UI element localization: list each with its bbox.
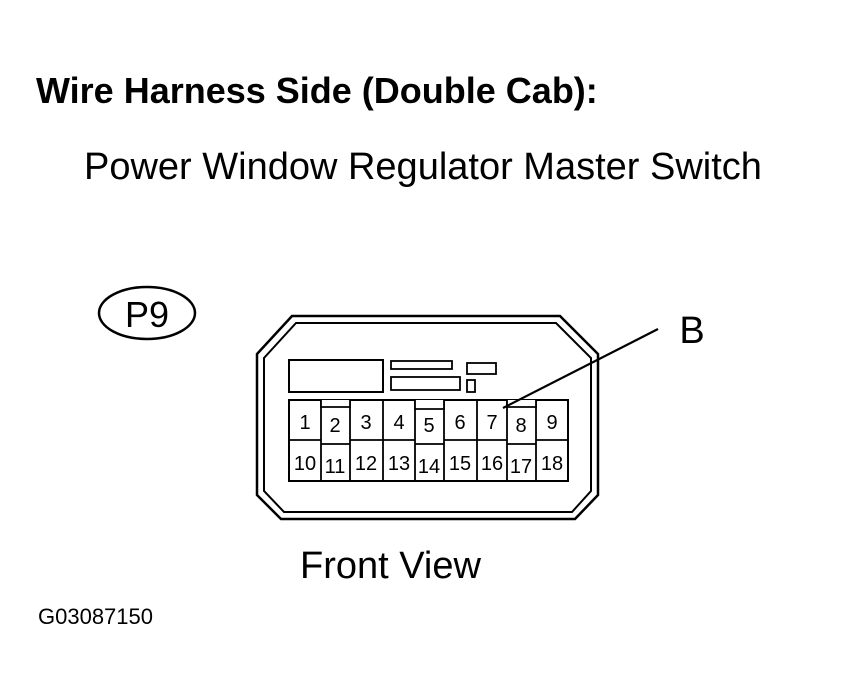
terminal-grid [289, 400, 568, 481]
terminal-4: 4 [393, 412, 404, 434]
terminal-18: 18 [541, 453, 563, 475]
connector-code-label: P9 [125, 294, 169, 335]
terminal-block [288, 399, 569, 482]
terminal-7: 7 [486, 412, 497, 434]
callout-label: B [679, 310, 704, 352]
terminal-1: 1 [299, 412, 310, 434]
component-name: Power Window Regulator Master Switch [84, 146, 762, 188]
view-label: Front View [300, 545, 481, 587]
connector-key-slot-upper [390, 360, 453, 370]
terminal-notches [320, 400, 537, 410]
connector-lock-slot [288, 359, 384, 393]
terminal-5: 5 [423, 415, 434, 437]
connector-code-oval [97, 285, 197, 341]
terminal-2: 2 [329, 415, 340, 437]
terminal-12: 12 [355, 453, 377, 475]
terminal-9: 9 [546, 412, 557, 434]
connector-body-inner [263, 322, 592, 513]
terminal-3: 3 [360, 412, 371, 434]
callout-leader-line [502, 328, 659, 409]
figure-id: G03087150 [38, 604, 153, 629]
diagram-title: Wire Harness Side (Double Cab): [36, 70, 598, 111]
terminal-8: 8 [515, 415, 526, 437]
connector-key-slot-lower [390, 376, 461, 391]
terminal-13: 13 [388, 453, 410, 475]
terminal-17: 17 [510, 456, 532, 478]
connector-key-tab-upper [466, 362, 497, 375]
connector-body-outer [255, 314, 600, 521]
terminal-14: 14 [418, 456, 440, 478]
terminal-16: 16 [481, 453, 503, 475]
terminal-11: 11 [325, 456, 346, 478]
terminal-15: 15 [449, 453, 471, 475]
terminal-10: 10 [294, 453, 316, 475]
terminal-6: 6 [454, 412, 465, 434]
connector-key-tab-lower [466, 379, 476, 393]
